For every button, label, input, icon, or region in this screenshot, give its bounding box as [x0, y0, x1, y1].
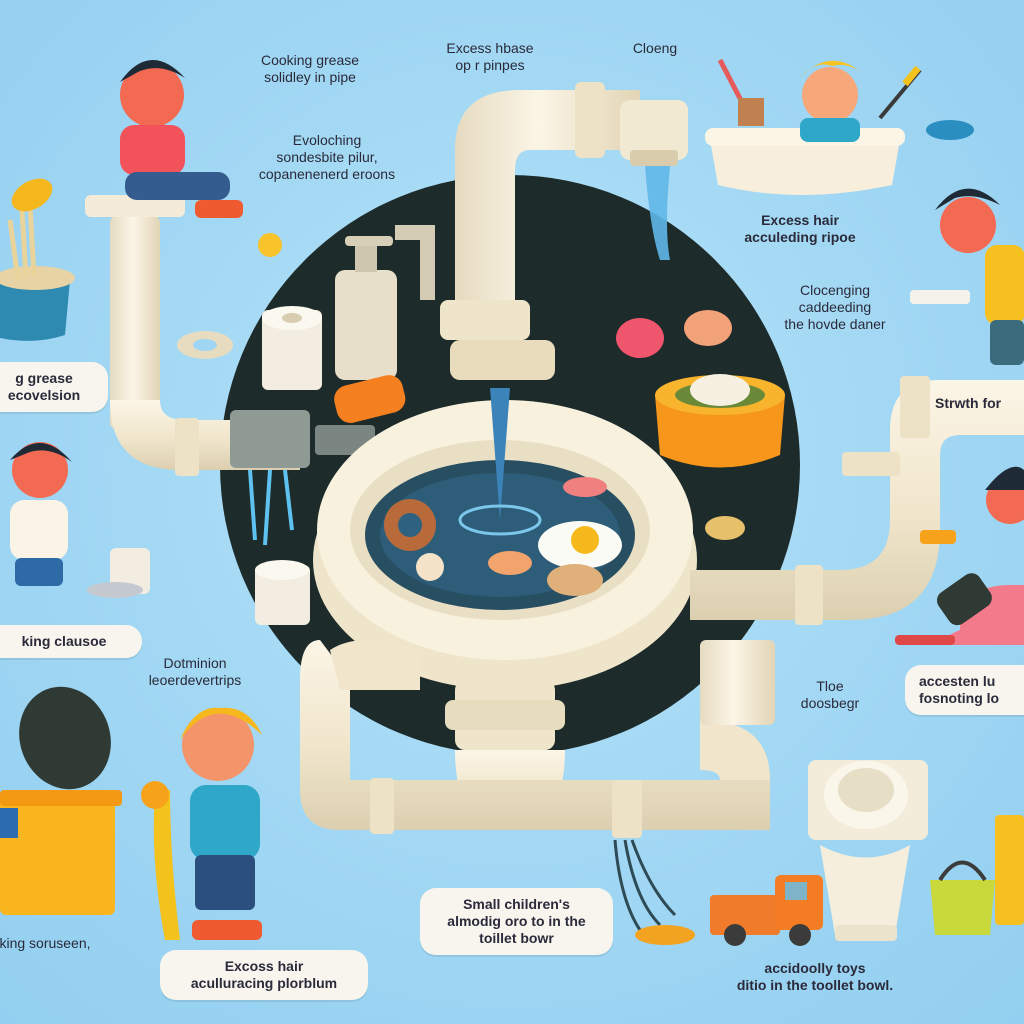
label-line: aculluracing plorblum — [190, 975, 338, 991]
label-line: Cloeng — [632, 40, 678, 56]
label-accidentally: accidoolly toys ditio in the toollet bow… — [695, 960, 935, 994]
label-excess-base: Excess hbase op r pinpes — [425, 40, 555, 74]
label-dotmin: Dotminion leoerdevertrips — [130, 655, 260, 689]
label-line: fosnoting lo — [919, 690, 1000, 706]
label-excess-hair-bottom: Excoss hair aculluracing plorblum — [160, 950, 368, 1000]
toy-truck-icon — [710, 875, 823, 946]
grease-pot-icon — [0, 178, 75, 341]
label-strwth: Strwth for — [935, 395, 1024, 412]
label-hair-pipe: Excess hair acculeding ripoe — [715, 212, 885, 246]
label-line: Evoloching — [292, 132, 362, 148]
label-line: sondesbite pilur, — [276, 149, 378, 165]
label-line: Excess hair — [761, 212, 839, 228]
pot-icon — [334, 374, 785, 468]
sink-icon — [313, 388, 697, 690]
label-line: copanenenerd eroons — [258, 166, 396, 182]
label-evolotching: Evoloching sondesbite pilur, copanenener… — [232, 132, 422, 183]
soap-dispenser-icon — [335, 225, 435, 380]
label-line: doosbegr — [800, 695, 860, 711]
right-pipe — [690, 376, 1024, 625]
label-grease-pipe: Cooking grease solidley in pipe — [240, 52, 380, 86]
toilet-icon — [808, 760, 928, 941]
label-line: op r pinpes — [455, 57, 525, 73]
label-line: ditio in the toollet bowl. — [736, 977, 894, 993]
label-line: Clocenging — [799, 282, 871, 298]
label-line: solidley in pipe — [264, 69, 356, 85]
label-line: Dotminion — [163, 655, 227, 671]
bucket-icon — [930, 860, 995, 935]
label-line: Tloe — [816, 678, 844, 694]
label-line: almodig oro to in the — [447, 913, 586, 929]
drain-pipe — [300, 640, 775, 931]
label-line: king soruseen, — [0, 935, 91, 951]
label-line: ecovelsion — [7, 387, 81, 403]
label-line: Excoss hair — [224, 958, 304, 974]
label-line: Small children's — [463, 896, 570, 912]
label-line: acculeding ripoe — [744, 229, 856, 245]
label-king-clause: king clausoe — [0, 625, 142, 658]
child-figure — [10, 59, 1024, 940]
label-line: Excess hbase — [446, 40, 534, 56]
bathtub-icon — [705, 58, 922, 195]
trash-bin-icon — [0, 686, 122, 915]
label-line: toillet bowr — [479, 930, 554, 946]
label-soruseen: king soruseen, — [0, 935, 110, 952]
label-line: the hovde daner — [784, 316, 886, 332]
label-line: g grease — [15, 370, 73, 386]
label-small-children: Small children's almodig oro to in the t… — [420, 888, 613, 955]
label-line: accesten lu — [919, 673, 996, 689]
label-cleaning: Clocenging caddeeding the hovde daner — [760, 282, 910, 333]
cap-icon — [944, 585, 1024, 645]
label-line: Cooking grease — [260, 52, 360, 68]
label-line: leoerdevertrips — [148, 672, 242, 688]
label-cloeng: Cloeng — [615, 40, 695, 57]
label-line: caddeeding — [798, 299, 872, 315]
label-tloe: Tloe doosbegr — [785, 678, 875, 712]
label-line: king clausoe — [21, 633, 107, 649]
decorations — [87, 120, 1024, 945]
label-grease-left: g grease ecovelsion — [0, 362, 108, 412]
faucet-pipe — [440, 82, 688, 380]
label-line: Strwth for — [935, 395, 1002, 411]
label-line: accidoolly toys — [764, 960, 866, 976]
label-accesten: accesten lu fosnoting lo — [905, 665, 1024, 715]
